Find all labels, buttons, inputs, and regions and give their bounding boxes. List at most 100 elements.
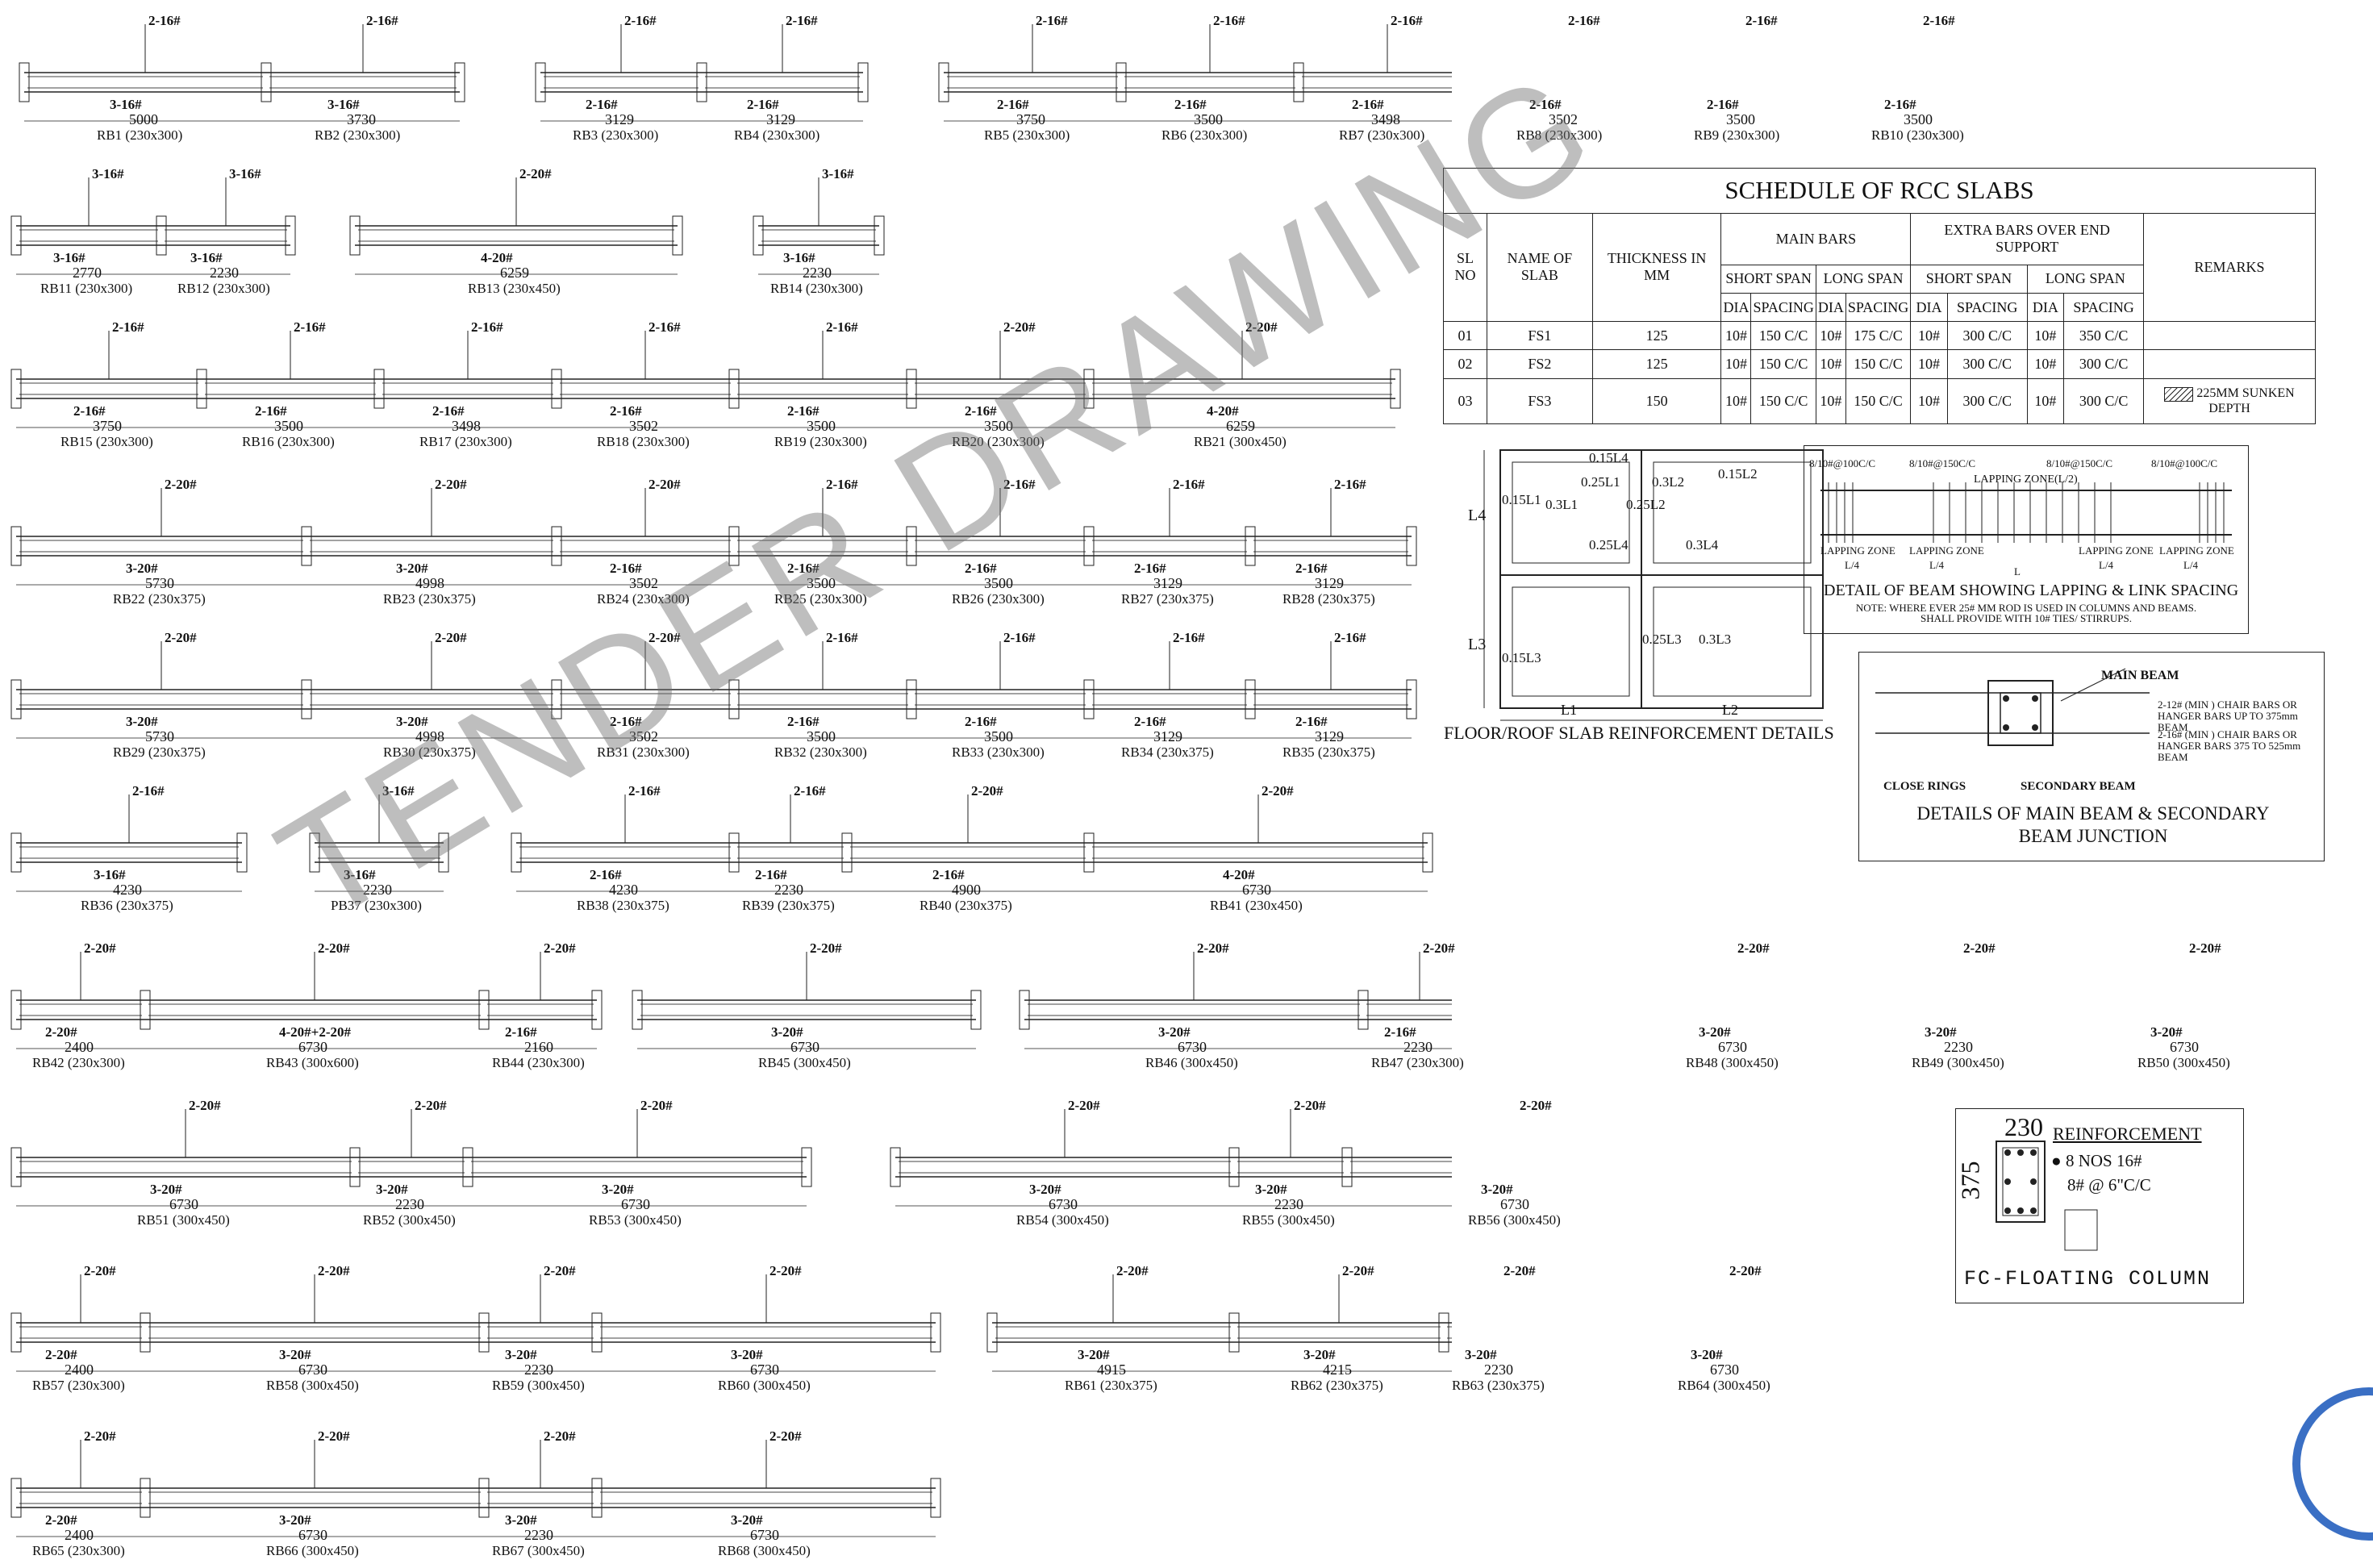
lapping-zone-1: LAPPING ZONE — [1820, 544, 1895, 557]
label-03l4: 0.3L4 — [1686, 537, 1719, 553]
beam-mark: RB43 (300x600) — [266, 1055, 359, 1070]
beam-mark: RB24 (230x300) — [597, 591, 690, 607]
top-reinforcement-label: 2-20# — [1294, 1098, 1326, 1113]
span-dimension: 2230 — [524, 1527, 553, 1543]
top-reinforcement-label: 2-20# — [1342, 1263, 1374, 1278]
beam-mark: RB56 (300x450) — [1468, 1212, 1561, 1228]
support-right — [373, 369, 385, 409]
span-dimension: 6730 — [298, 1362, 327, 1378]
support-left — [906, 679, 917, 719]
support-right — [1341, 1147, 1353, 1187]
lapping-zone-3: LAPPING ZONE — [2079, 544, 2154, 557]
label-015l2: 0.15L2 — [1718, 466, 1758, 482]
hdr-main-long-span: LONG SPAN — [1815, 264, 1912, 294]
beam-mark: RB35 (230x375) — [1282, 744, 1375, 760]
support-left — [196, 369, 207, 409]
support-right — [261, 62, 272, 102]
span-dimension: 2230 — [524, 1362, 553, 1378]
support-right — [1245, 679, 1256, 719]
top-reinforcement-label: 2-20# — [769, 1263, 802, 1278]
support-left — [373, 369, 385, 409]
span-dimension: 2230 — [395, 1196, 424, 1212]
beam-mark: RB29 (230x375) — [113, 744, 206, 760]
bottom-reinforcement-label: 2-16# — [1529, 97, 1562, 112]
support-left — [1228, 1312, 1240, 1353]
span-dimension: 6730 — [1242, 882, 1271, 898]
span-dimension: 3129 — [1315, 575, 1344, 591]
support-left — [591, 1312, 603, 1353]
top-reinforcement-label: 2-20# — [769, 1428, 802, 1444]
table-row: 02 FS2 125 10# 150 C/C 10# 150 C/C 10# 3… — [1442, 349, 2316, 379]
top-reinforcement-label: 2-20# — [318, 1428, 350, 1444]
support-left — [10, 679, 22, 719]
bottom-reinforcement-label: 2-20# — [45, 1512, 77, 1528]
beam-mark: RB39 (230x375) — [742, 898, 835, 913]
support-left — [478, 1478, 490, 1518]
junction-detail: MAIN BEAM 2-12# (MIN ) CHAIR BARS OR HAN… — [1858, 652, 2325, 861]
slab-schedule-table: SCHEDULE OF RCC SLABS SL NO NAME OF SLAB… — [1442, 168, 2316, 425]
span-dimension: 2160 — [524, 1039, 553, 1055]
top-reinforcement-label: 2-16# — [624, 13, 657, 28]
hdr-spacing: SPACING — [1845, 292, 1912, 323]
span-dimension: 6730 — [1500, 1196, 1529, 1212]
beam-mark: RB46 (300x450) — [1145, 1055, 1238, 1070]
span-dimension: 3129 — [1153, 728, 1182, 744]
cell-spacing: 350 C/C — [2063, 321, 2145, 351]
beam-mark: RB11 (230x300) — [40, 281, 133, 296]
cell-dia: 10# — [1720, 377, 1752, 425]
hdr-main-short-span: SHORT SPAN — [1720, 264, 1816, 294]
beam-mark: RB66 (300x450) — [266, 1543, 359, 1558]
bottom-reinforcement-label: 2-16# — [747, 97, 779, 112]
cell-sl: 01 — [1442, 321, 1488, 351]
cell-spacing: 150 C/C — [1750, 349, 1816, 379]
support-right — [349, 1147, 361, 1187]
top-reinforcement-label: 2-20# — [318, 1263, 350, 1278]
support-left — [462, 1147, 473, 1187]
label-l1: L1 — [1561, 702, 1577, 718]
bottom-reinforcement-label: 2-16# — [787, 561, 819, 576]
support-left — [10, 1478, 22, 1518]
support-right — [1083, 832, 1095, 873]
span-dimension: 3498 — [1371, 111, 1400, 127]
bottom-reinforcement-label: 2-16# — [610, 714, 642, 729]
span-dimension: 2230 — [1274, 1196, 1303, 1212]
lapping-zone-4: LAPPING ZONE — [2159, 544, 2234, 557]
label-025l3: 0.25L3 — [1642, 632, 1682, 647]
label-03l2: 0.3L2 — [1652, 474, 1685, 490]
span-dimension: 3502 — [629, 728, 658, 744]
support-left — [632, 990, 643, 1030]
support-left — [986, 1312, 998, 1353]
support-right — [454, 62, 465, 102]
bottom-reinforcement-label: 3-20# — [731, 1512, 763, 1528]
bottom-reinforcement-label: 3-20# — [1691, 1347, 1723, 1362]
span-dimension: 3500 — [274, 418, 303, 434]
bottom-reinforcement-label: 3-16# — [94, 867, 126, 882]
support-right — [1083, 679, 1095, 719]
hdr-dia: DIA — [2026, 292, 2065, 323]
top-reinforcement-label: 2-20# — [519, 166, 552, 181]
remarks-text: 225MM SUNKEN DEPTH — [2196, 386, 2295, 415]
cell-name: FS2 — [1487, 349, 1593, 379]
beam-mark: RB63 (230x375) — [1452, 1378, 1545, 1393]
beam-mark: RB17 (230x300) — [419, 434, 512, 449]
bottom-reinforcement-label: 3-20# — [1255, 1182, 1287, 1197]
beam-mark: RB61 (230x375) — [1065, 1378, 1157, 1393]
beam-mark: RB8 (230x300) — [1516, 127, 1603, 143]
span-dimension: 4230 — [113, 882, 142, 898]
top-reinforcement-label: 2-20# — [640, 1098, 673, 1113]
bottom-reinforcement-label: 3-20# — [126, 561, 158, 576]
top-reinforcement-label: 2-16# — [826, 477, 858, 492]
support-left — [591, 1478, 603, 1518]
reinforcement-title: REINFORCEMENT — [2053, 1124, 2202, 1144]
top-reinforcement-label: 2-20# — [189, 1098, 221, 1113]
lapping-drawing — [1820, 482, 2232, 543]
support-right — [1438, 1312, 1449, 1353]
span-dimension: 5730 — [145, 728, 174, 744]
label-03l1: 0.3L1 — [1545, 497, 1579, 512]
bottom-reinforcement-label: 3-20# — [1465, 1347, 1497, 1362]
column-section-drawing — [1996, 1141, 2098, 1251]
cell-spacing: 175 C/C — [1845, 321, 1912, 351]
cell-dia: 10# — [2026, 349, 2065, 379]
beam-mark: RB53 (300x450) — [589, 1212, 682, 1228]
top-reinforcement-label: 2-20# — [1116, 1263, 1149, 1278]
